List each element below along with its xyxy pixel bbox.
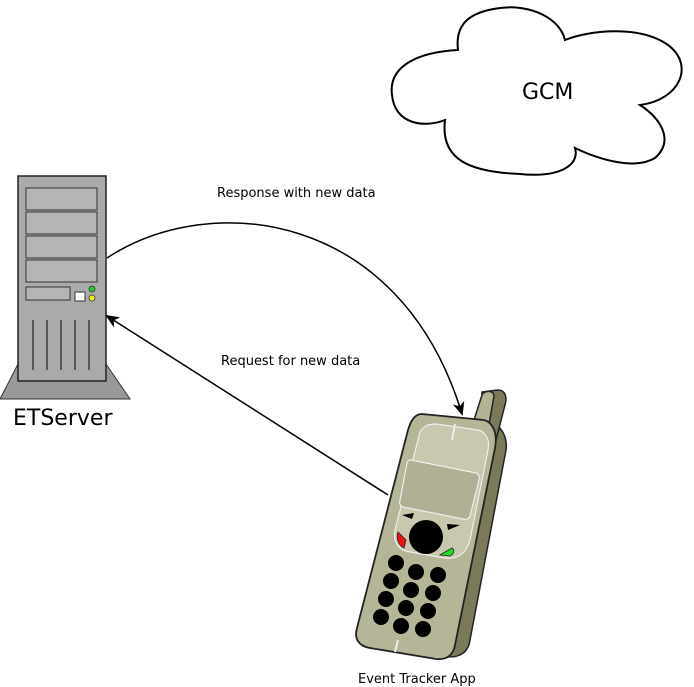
response-arrow	[106, 222, 465, 416]
gcm-label: GCM	[522, 80, 574, 105]
phone-icon	[355, 389, 508, 661]
phone-label: Event Tracker App	[358, 672, 476, 687]
request-arrow	[105, 314, 389, 496]
server-label: ETServer	[13, 406, 113, 431]
gcm-cloud-shape	[390, 6, 683, 176]
request-edge-label: Request for new data	[221, 354, 361, 369]
server-icon	[0, 175, 131, 400]
response-edge-label: Response with new data	[217, 186, 376, 201]
